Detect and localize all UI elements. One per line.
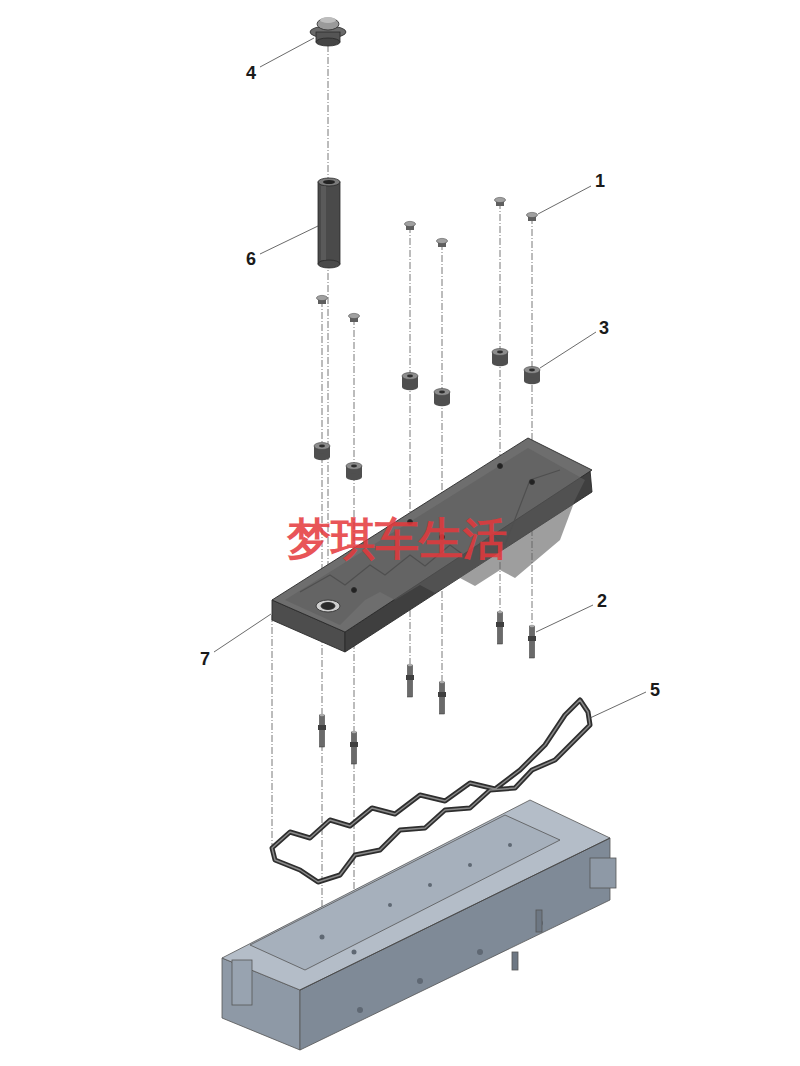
callout-number: 2 <box>597 592 607 610</box>
callout-number: 1 <box>595 172 605 190</box>
callout-number: 7 <box>200 650 210 668</box>
callout-number: 5 <box>650 681 660 699</box>
callout-number: 4 <box>246 64 256 82</box>
watermark: 梦琪车生活 <box>287 517 507 561</box>
callout-number: 3 <box>599 319 609 337</box>
callout-number: 6 <box>246 250 256 268</box>
